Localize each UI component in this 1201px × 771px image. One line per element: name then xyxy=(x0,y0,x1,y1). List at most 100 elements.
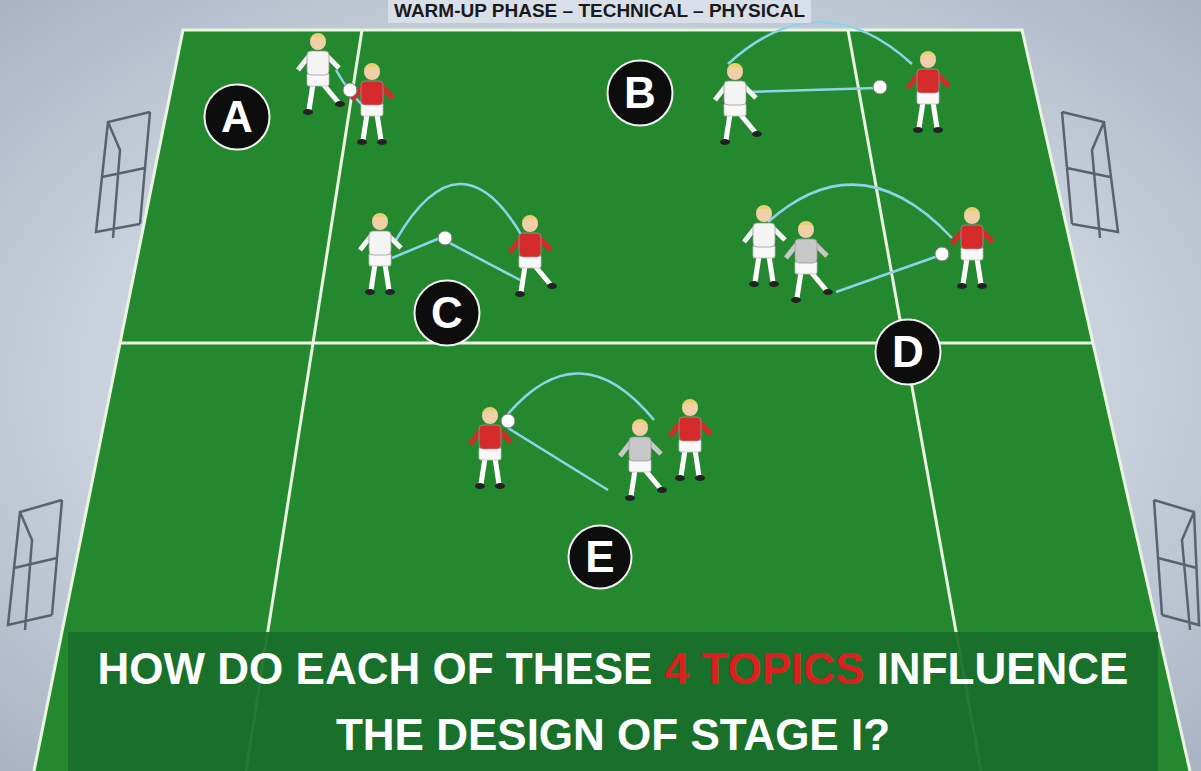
hair xyxy=(756,205,772,213)
player-figure xyxy=(786,221,833,303)
shirt xyxy=(369,231,391,255)
pass-line xyxy=(508,373,654,420)
pass-line xyxy=(392,238,520,280)
shoe xyxy=(657,487,667,493)
leg xyxy=(811,272,826,290)
hair xyxy=(632,419,648,427)
shoe xyxy=(752,131,762,137)
station-label-circle: B xyxy=(606,59,674,127)
leg xyxy=(371,264,375,290)
hair xyxy=(364,63,380,71)
leg xyxy=(363,114,367,140)
goal-frame xyxy=(1062,112,1118,238)
station-letter: B xyxy=(624,71,656,115)
ball xyxy=(501,414,515,428)
leg xyxy=(933,102,937,128)
leg xyxy=(309,84,313,110)
station-letter: A xyxy=(221,95,253,139)
station-label-circle: C xyxy=(413,279,481,347)
pass-lines xyxy=(336,22,952,490)
shoe xyxy=(977,283,987,289)
leg xyxy=(495,458,499,484)
shirt xyxy=(479,425,501,449)
leg xyxy=(726,114,730,140)
pass-line xyxy=(508,428,608,490)
station-label-circle: E xyxy=(567,524,633,590)
shoe xyxy=(769,281,779,287)
banner-text: HOW DO EACH OF THESE 4 TOPICS INFLUENCE … xyxy=(68,636,1158,768)
leg xyxy=(695,450,699,476)
shoe xyxy=(357,139,367,145)
head xyxy=(964,208,980,224)
shoe xyxy=(335,101,345,107)
shirt xyxy=(519,233,541,257)
player-figure xyxy=(952,207,993,289)
shoe xyxy=(957,283,967,289)
shirt xyxy=(307,51,329,75)
circle-shape xyxy=(608,61,673,126)
pass-line xyxy=(768,185,952,238)
player-figure xyxy=(908,51,949,133)
pitch-line xyxy=(120,342,1093,345)
pass-line xyxy=(748,88,876,92)
shoe xyxy=(933,127,943,133)
head xyxy=(482,408,498,424)
player-figure xyxy=(670,399,711,481)
shirt xyxy=(361,81,383,105)
shoe xyxy=(720,139,730,145)
head xyxy=(756,206,772,222)
player-figure xyxy=(715,63,762,145)
banner-text-part: 4 TOPICS xyxy=(665,644,865,693)
ball xyxy=(343,83,357,97)
banner-text-part: HOW DO EACH OF THESE xyxy=(98,644,653,693)
page-title: WARM-UP PHASE – TECHNICAL – PHYSICAL xyxy=(388,0,811,23)
shoe xyxy=(547,283,557,289)
shirt xyxy=(961,225,983,249)
leg xyxy=(481,458,485,484)
goal-frame xyxy=(96,112,150,238)
hair xyxy=(920,51,936,59)
head xyxy=(727,64,743,80)
shoe xyxy=(475,483,485,489)
balls xyxy=(343,80,949,428)
shoe xyxy=(791,297,801,303)
player-figure xyxy=(510,215,557,297)
players xyxy=(298,33,993,501)
goal-frame xyxy=(8,500,62,630)
shirt xyxy=(724,81,746,105)
head xyxy=(632,420,648,436)
shoe xyxy=(695,475,705,481)
station-label-circle: A xyxy=(203,83,271,151)
leg xyxy=(645,470,660,488)
ball xyxy=(935,247,949,261)
head xyxy=(310,34,326,50)
shoe xyxy=(625,495,635,501)
leg xyxy=(755,256,759,282)
leg xyxy=(521,266,525,292)
leg xyxy=(919,102,923,128)
leg xyxy=(797,272,801,298)
circle-shape xyxy=(876,320,941,385)
pitch-surface xyxy=(34,30,1190,771)
shoe xyxy=(385,289,395,295)
head xyxy=(682,400,698,416)
shoe xyxy=(913,127,923,133)
station-letter: E xyxy=(585,535,614,579)
head xyxy=(798,222,814,238)
leg xyxy=(769,256,773,282)
shoe xyxy=(749,281,759,287)
player-figure xyxy=(620,419,667,501)
circle-shape xyxy=(205,85,270,150)
shoe xyxy=(823,289,833,295)
hair xyxy=(482,407,498,415)
leg xyxy=(740,114,755,132)
station-label-circle: D xyxy=(874,318,942,386)
pitch-boundary xyxy=(34,30,1190,771)
question-banner: HOW DO EACH OF THESE 4 TOPICS INFLUENCE … xyxy=(68,632,1158,771)
leg xyxy=(535,266,550,284)
leg xyxy=(977,258,981,284)
goal-frames xyxy=(8,112,1199,630)
shoe xyxy=(515,291,525,297)
shirt xyxy=(629,437,651,461)
